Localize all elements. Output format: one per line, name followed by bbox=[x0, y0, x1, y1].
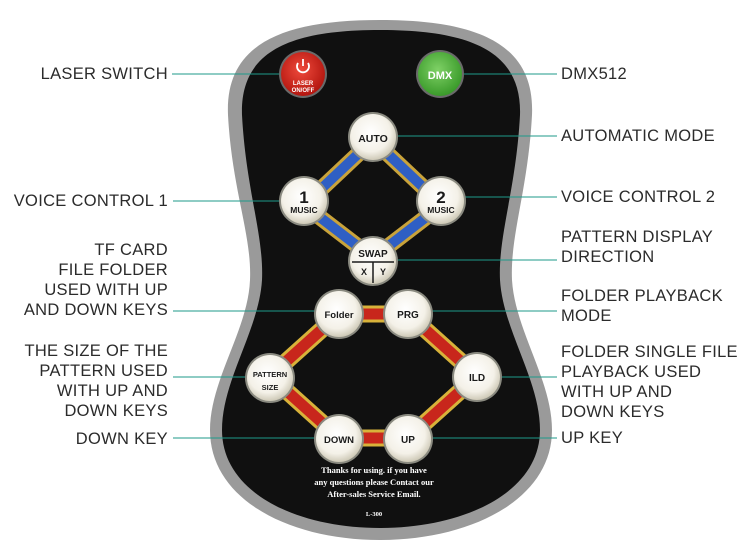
callout-voice-control-1: VOICE CONTROL 1 bbox=[13, 192, 168, 210]
callout-laser-switch: LASER SWITCH bbox=[40, 65, 168, 83]
callout-up-key: UP KEY bbox=[561, 429, 624, 447]
down-button[interactable]: DOWN bbox=[314, 414, 364, 464]
ild-button[interactable]: ILD bbox=[452, 352, 502, 402]
callout-down-key: DOWN KEY bbox=[75, 430, 168, 448]
prg-button[interactable]: PRG bbox=[383, 289, 433, 339]
auto-button[interactable]: AUTO bbox=[348, 112, 398, 162]
footer-note-line-2: any questions please Contact our bbox=[314, 477, 434, 487]
model-number: L-300 bbox=[366, 511, 382, 518]
music2-number: 2 bbox=[436, 188, 445, 207]
music1-number: 1 bbox=[299, 188, 308, 207]
footer-note: Thanks for using. if you have any questi… bbox=[314, 465, 434, 518]
callout-tf-card: TF CARD FILE FOLDER USED WITH UP AND DOW… bbox=[23, 241, 168, 319]
callout-pattern-size: THE SIZE OF THE PATTERN USED WITH UP AND… bbox=[24, 342, 168, 420]
music1-button[interactable]: 1 MUSIC bbox=[279, 176, 329, 226]
music1-label: MUSIC bbox=[290, 205, 317, 215]
callout-folder-single-file: FOLDER SINGLE FILE PLAYBACK USED WITH UP… bbox=[561, 343, 738, 421]
up-label: UP bbox=[401, 435, 415, 446]
music2-button[interactable]: 2 MUSIC bbox=[416, 176, 466, 226]
footer-note-line-3: After-sales Service Email. bbox=[327, 489, 420, 499]
power-icon bbox=[296, 59, 310, 74]
pattern-label-2: SIZE bbox=[262, 383, 279, 392]
swap-y-label: Y bbox=[380, 267, 386, 277]
folder-label: Folder bbox=[324, 310, 353, 321]
footer-note-line-1: Thanks for using. if you have bbox=[321, 465, 427, 475]
swap-x-label: X bbox=[361, 267, 367, 277]
down-label: DOWN bbox=[324, 435, 354, 446]
prg-label: PRG bbox=[397, 310, 419, 321]
callout-folder-playback: FOLDER PLAYBACK MODE bbox=[561, 287, 723, 325]
callout-dmx512: DMX512 bbox=[561, 65, 627, 83]
swap-button[interactable]: SWAP X Y bbox=[348, 236, 398, 286]
folder-button[interactable]: Folder bbox=[314, 289, 364, 339]
laser-label-2: ON/OFF bbox=[292, 88, 315, 94]
laser-label-1: LASER bbox=[293, 81, 314, 87]
callout-automatic-mode: AUTOMATIC MODE bbox=[561, 127, 715, 145]
pattern-size-button[interactable]: PATTERN SIZE bbox=[245, 353, 295, 403]
music2-label: MUSIC bbox=[427, 205, 454, 215]
callout-pattern-display: PATTERN DISPLAY DIRECTION bbox=[561, 228, 714, 266]
callout-voice-control-2: VOICE CONTROL 2 bbox=[561, 188, 716, 206]
laser-button[interactable]: LASER ON/OFF bbox=[279, 50, 327, 98]
pattern-label-1: PATTERN bbox=[253, 370, 287, 379]
auto-label: AUTO bbox=[358, 133, 388, 145]
dmx-label: DMX bbox=[428, 70, 453, 82]
up-button[interactable]: UP bbox=[383, 414, 433, 464]
dmx-button[interactable]: DMX bbox=[416, 50, 464, 98]
ild-label: ILD bbox=[469, 373, 485, 384]
swap-label: SWAP bbox=[358, 249, 388, 260]
